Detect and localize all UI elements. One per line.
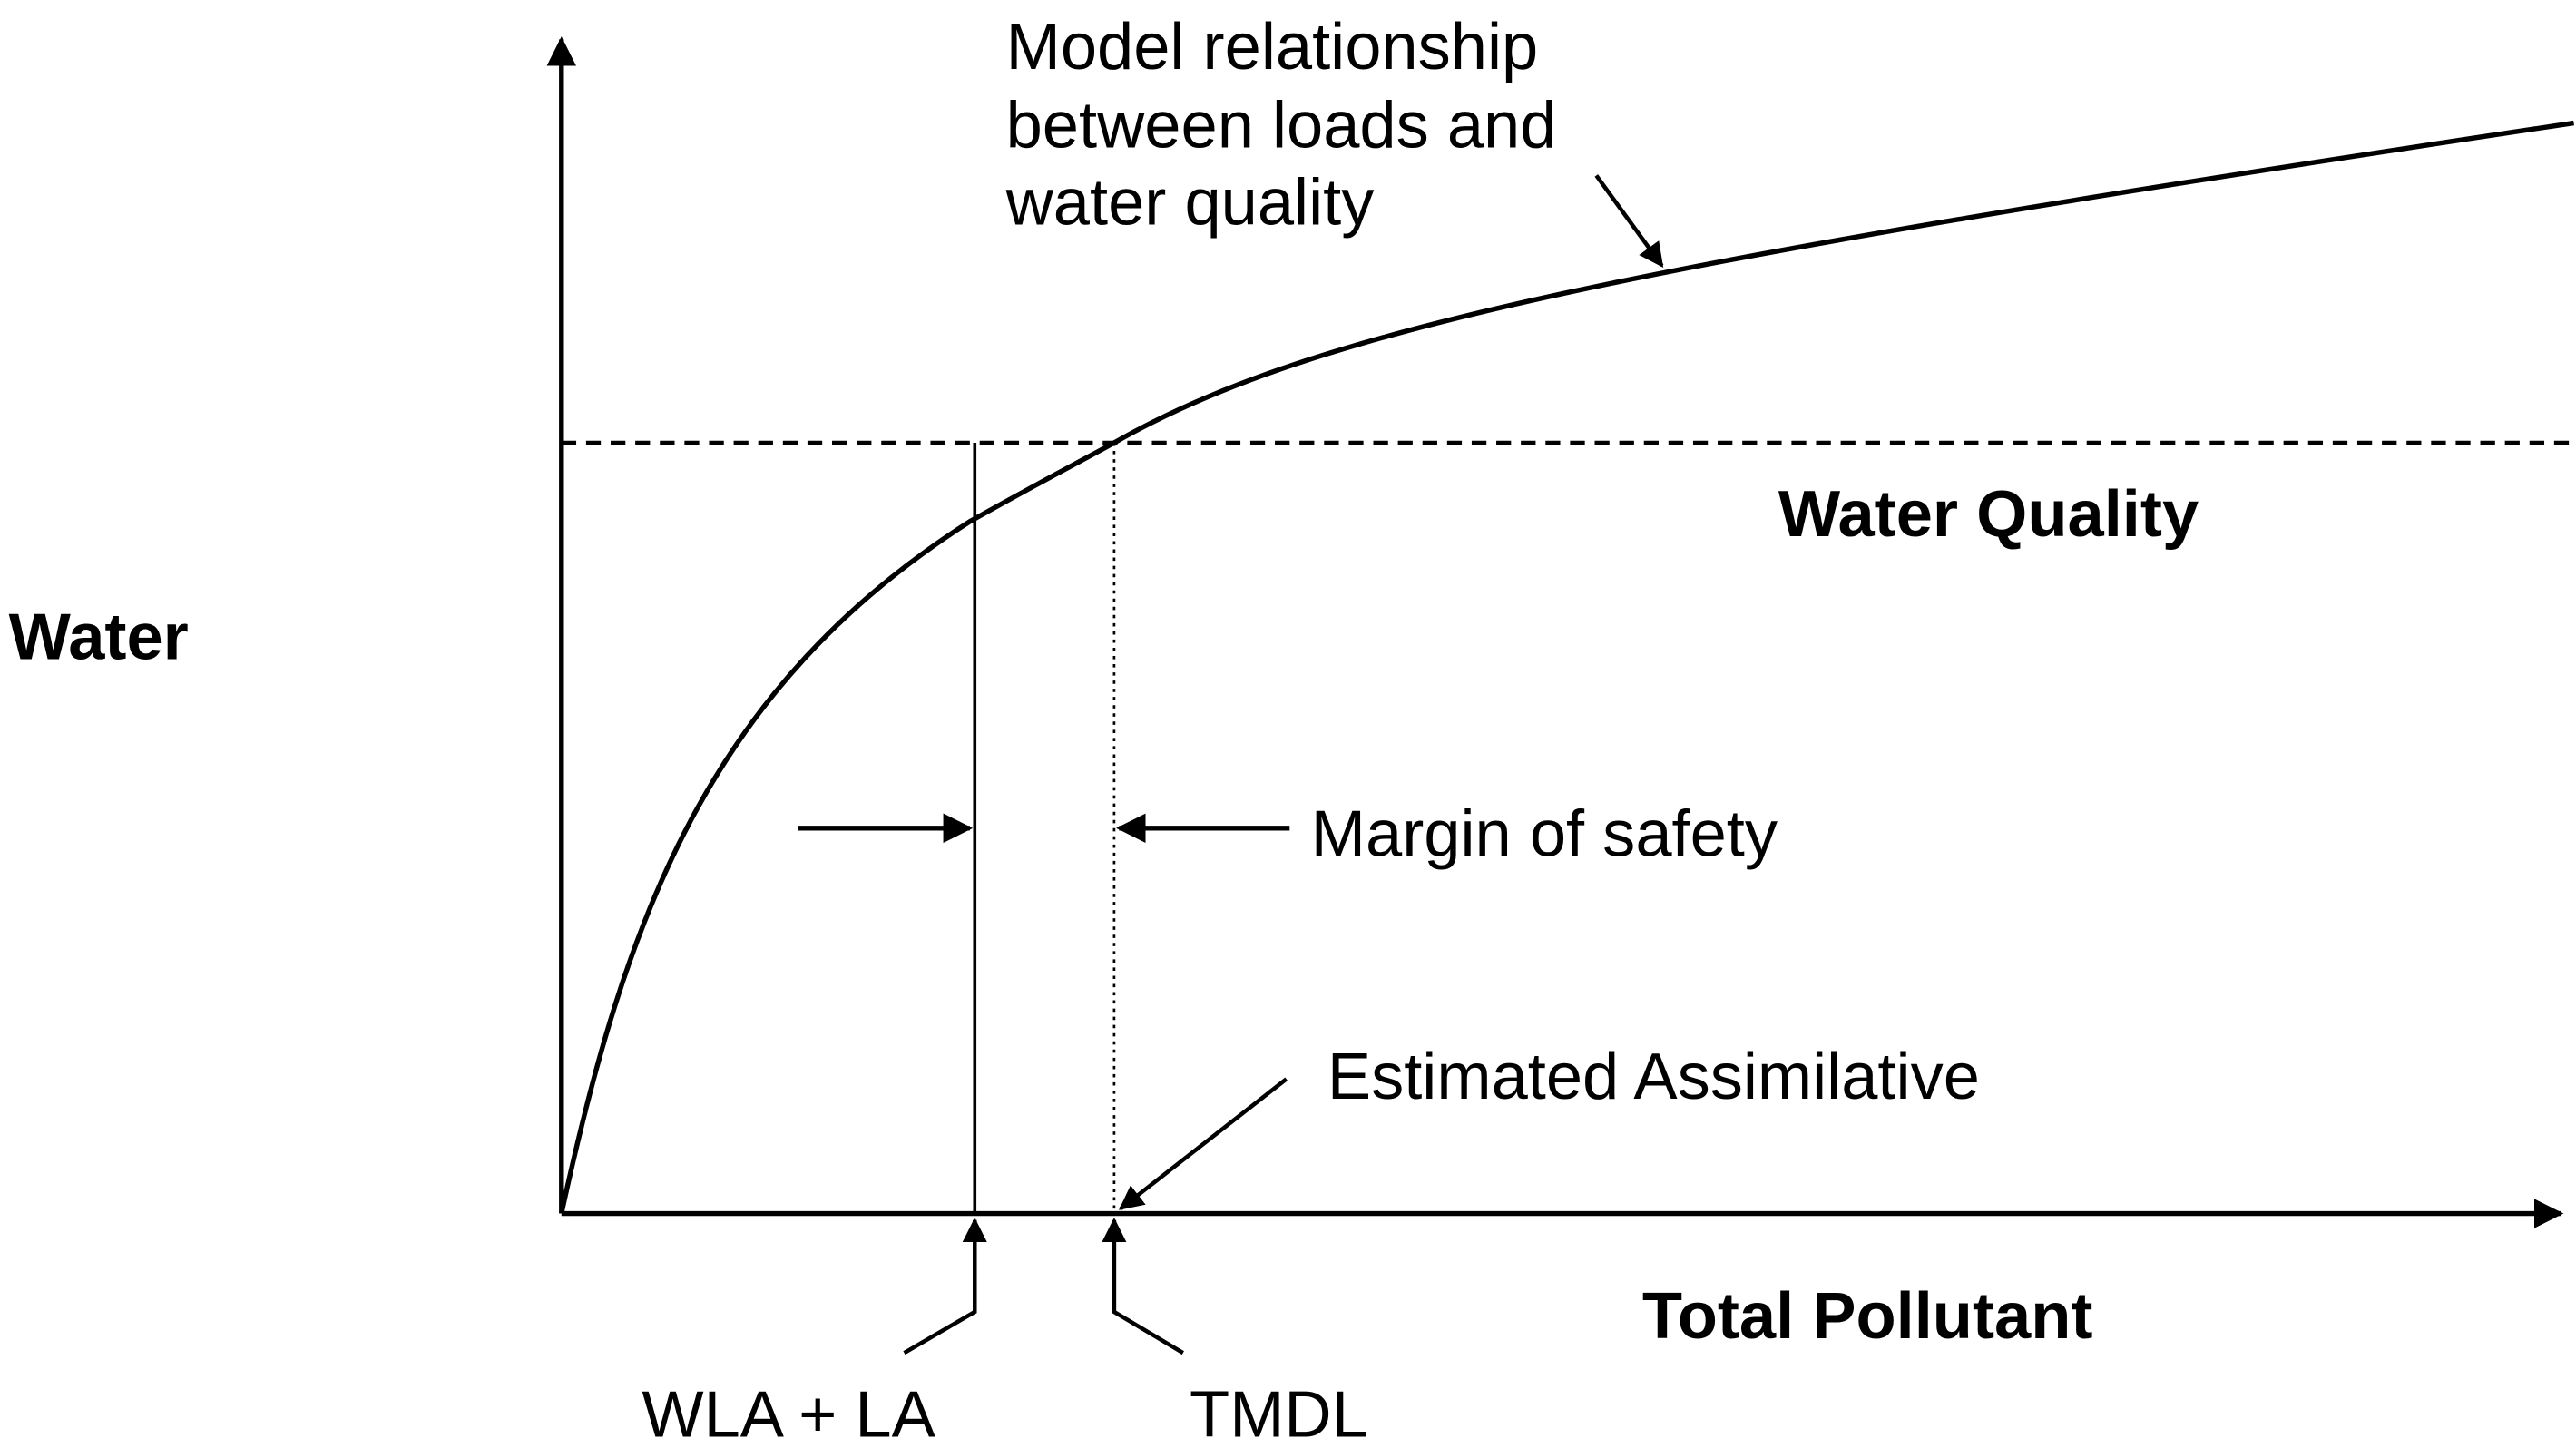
curve-label-line-1: Model relationship	[1006, 11, 1539, 83]
wla-la-label: WLA + LA	[642, 1378, 935, 1448]
margin-label: Margin of safety	[1311, 798, 1778, 871]
tmdl-leader-arrow-icon	[1102, 1218, 1184, 1355]
y-axis-label: Water	[9, 602, 189, 674]
threshold-label: Water Quality	[1778, 478, 2199, 551]
curve-annotation-arrow-icon	[1594, 174, 1664, 269]
curve-label-line-3: water quality	[1005, 167, 1375, 240]
load-quality-curve	[559, 120, 2574, 1215]
tmdl-label: TMDL	[1190, 1378, 1368, 1448]
curve-label-line-2: between loads and	[1006, 90, 1557, 162]
assimilative-label: Estimated Assimilative	[1327, 1041, 1980, 1113]
assimilative-arrow-icon	[1119, 1077, 1288, 1210]
wla-la-leader-arrow-icon	[903, 1218, 987, 1355]
x-axis-label: Total Pollutant	[1642, 1280, 2093, 1353]
